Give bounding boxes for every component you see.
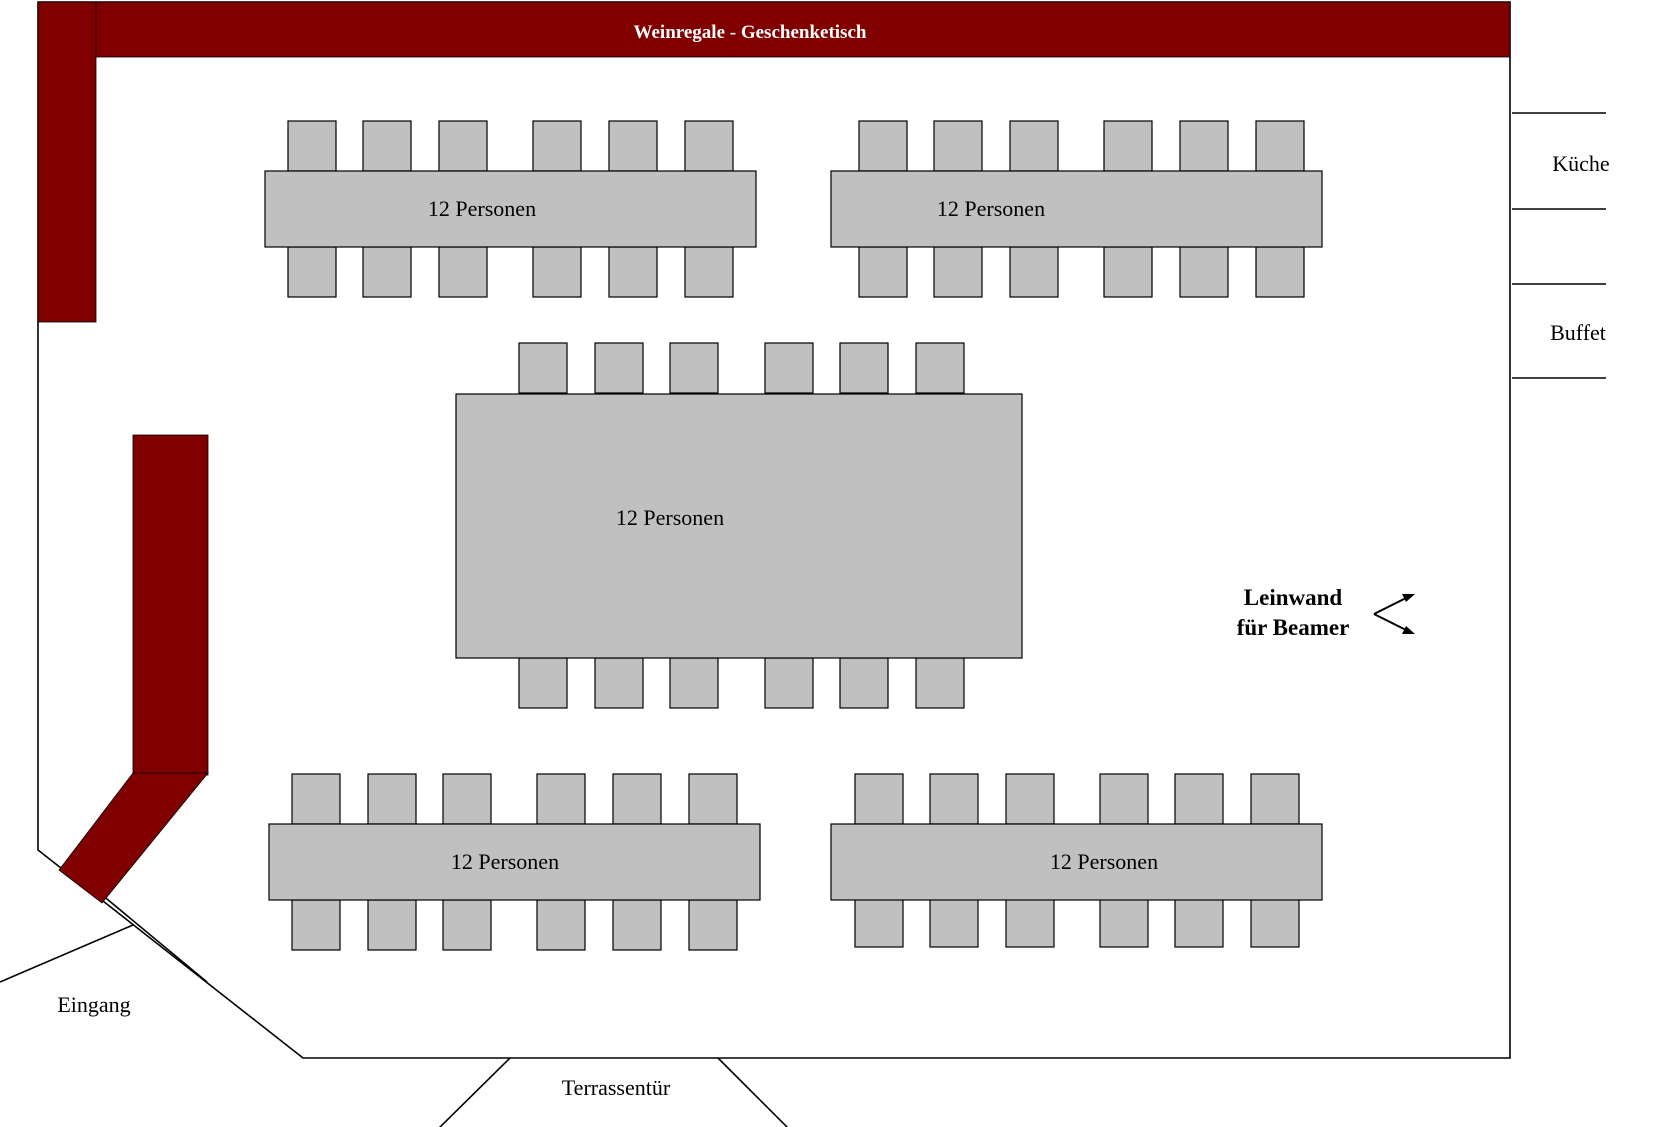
chair: [929, 773, 979, 825]
chair: [1099, 773, 1149, 825]
chair: [1009, 120, 1059, 172]
chair: [1179, 246, 1229, 298]
chair: [1009, 246, 1059, 298]
chair: [442, 773, 492, 825]
chair: [1250, 896, 1300, 948]
chair: [1005, 896, 1055, 948]
chair: [612, 773, 662, 825]
chair: [839, 657, 889, 709]
chair: [518, 342, 568, 394]
chair: [915, 657, 965, 709]
table-label: 12 Personen: [937, 196, 1045, 221]
table-top-right: [830, 170, 1323, 248]
chair: [287, 120, 337, 172]
entrance-label: Eingang: [57, 992, 130, 1017]
chair: [438, 246, 488, 298]
chair: [854, 896, 904, 948]
chair: [291, 773, 341, 825]
table-top-left: [264, 170, 757, 248]
table-bottom-right: [830, 823, 1323, 901]
chair: [362, 246, 412, 298]
banner-label: Weinregale - Geschenketisch: [634, 22, 867, 43]
chair: [684, 246, 734, 298]
table-label: 12 Personen: [1050, 849, 1158, 874]
buffet-label: Buffet: [1550, 320, 1606, 345]
projector-arrow-icon: [1373, 594, 1415, 634]
table-group-center: 12 Personen: [455, 342, 1023, 709]
chair: [764, 342, 814, 394]
chair: [1255, 120, 1305, 172]
chair: [858, 120, 908, 172]
chair: [1103, 120, 1153, 172]
chair: [933, 120, 983, 172]
shelf-banner: [94, 1, 1511, 58]
screen-label-line1: Leinwand: [1244, 585, 1343, 610]
kitchen-label: Küche: [1552, 151, 1609, 176]
chair: [684, 120, 734, 172]
chair: [929, 896, 979, 948]
chair: [594, 657, 644, 709]
entrance-wall-line: [0, 924, 134, 983]
chair: [367, 899, 417, 951]
chair: [518, 657, 568, 709]
chair: [764, 657, 814, 709]
chair: [933, 246, 983, 298]
table-group-top-right: 12 Personen: [830, 120, 1323, 298]
chair: [669, 342, 719, 394]
chair: [915, 342, 965, 394]
chair: [532, 246, 582, 298]
chair: [669, 657, 719, 709]
terrace-door-right: [717, 1057, 789, 1127]
chair: [1005, 773, 1055, 825]
chair: [1255, 246, 1305, 298]
chair: [536, 899, 586, 951]
chair: [1179, 120, 1229, 172]
chair: [839, 342, 889, 394]
table-group-bottom-right: 12 Personen: [830, 773, 1323, 948]
chair: [442, 899, 492, 951]
tables-layer: 12 Personen 12 Personen 12 Personen 12 Pers…: [264, 120, 1323, 951]
chair: [612, 899, 662, 951]
screen-label-line2: für Beamer: [1237, 615, 1350, 640]
chair: [1103, 246, 1153, 298]
chair: [287, 246, 337, 298]
side-rooms: [1512, 112, 1606, 379]
table-bottom-left: [268, 823, 761, 901]
table-label: 12 Personen: [616, 505, 724, 530]
chair: [362, 120, 412, 172]
chair: [532, 120, 582, 172]
chair: [1174, 896, 1224, 948]
chair: [438, 120, 488, 172]
table-group-top-left: 12 Personen: [264, 120, 757, 298]
chair: [608, 120, 658, 172]
chair: [594, 342, 644, 394]
chair: [854, 773, 904, 825]
terrace-door-label: Terrassentür: [562, 1075, 671, 1100]
shelf-left-diagonal: [58, 772, 209, 904]
terrace-door-left: [438, 1057, 511, 1127]
chair: [1099, 896, 1149, 948]
chair: [1250, 773, 1300, 825]
chair: [1174, 773, 1224, 825]
chair: [291, 899, 341, 951]
shelf-left-column: [37, 1, 97, 323]
chair: [536, 773, 586, 825]
wine-shelves: [37, 1, 1511, 904]
chair: [688, 899, 738, 951]
shelf-left-vertical: [132, 434, 209, 776]
table-label: 12 Personen: [451, 849, 559, 874]
table-center: [455, 393, 1023, 659]
chair: [608, 246, 658, 298]
table-label: 12 Personen: [428, 196, 536, 221]
table-group-bottom-left: 12 Personen: [268, 773, 761, 951]
chair: [688, 773, 738, 825]
chair: [367, 773, 417, 825]
chair: [858, 246, 908, 298]
